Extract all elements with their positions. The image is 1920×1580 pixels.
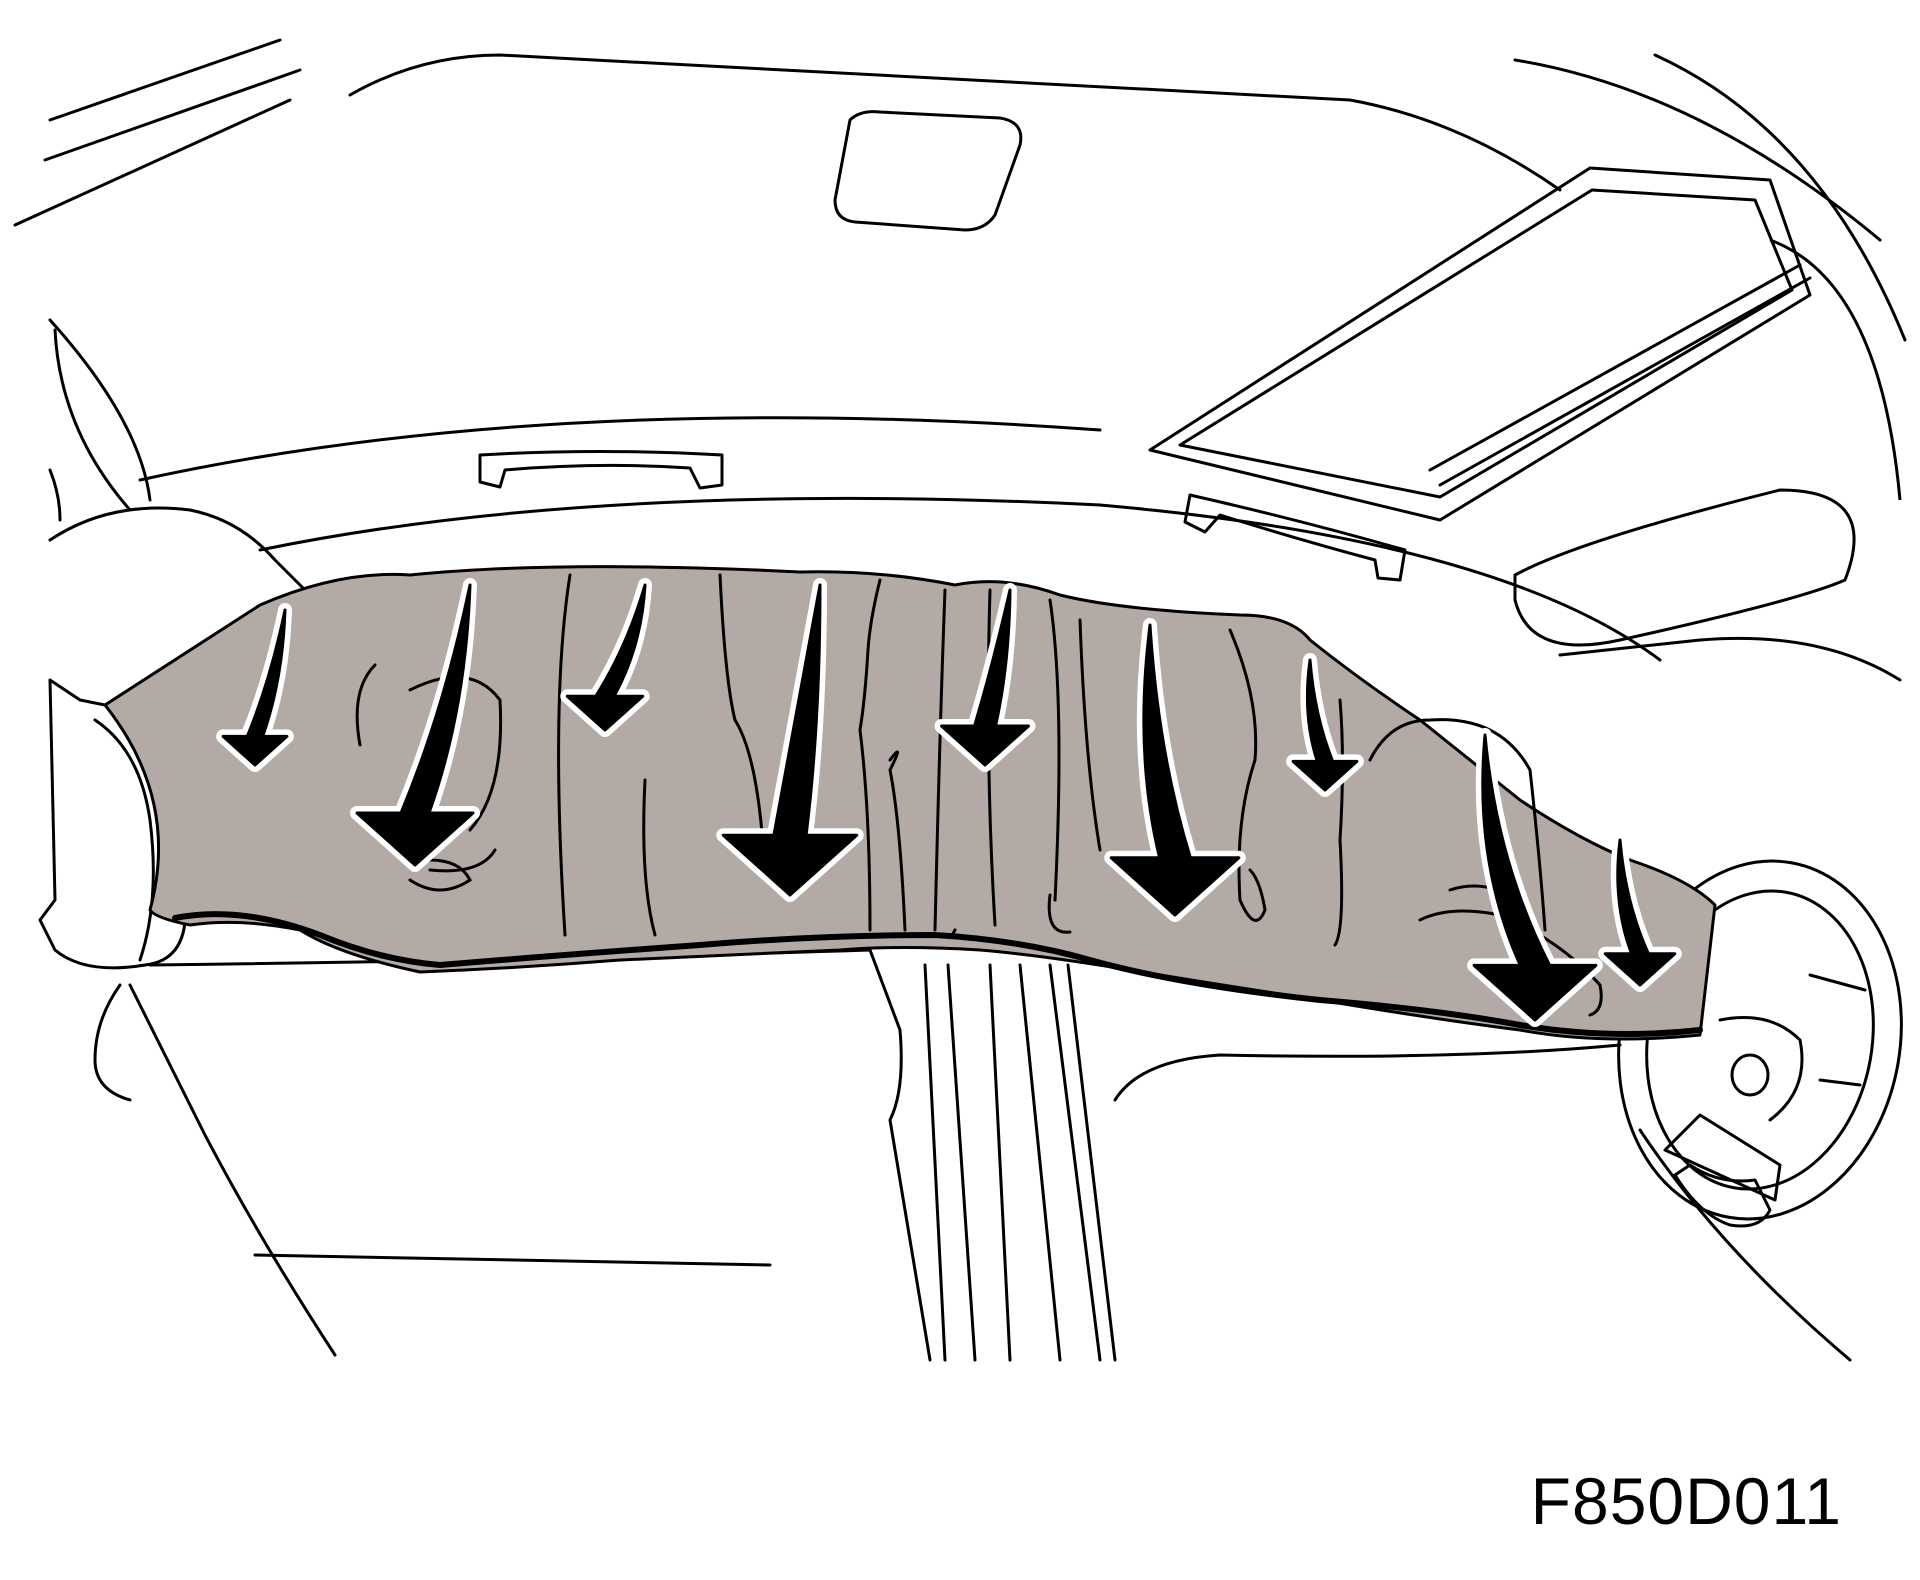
roof-rail-upper xyxy=(258,496,1662,662)
sunroof-frame xyxy=(1148,166,1812,522)
roof-outline xyxy=(348,53,1562,192)
b-pillar xyxy=(923,963,1117,1362)
headliner-lines-right xyxy=(1513,53,1907,342)
roof-side-line-left xyxy=(48,318,152,502)
arrow-down-icon xyxy=(940,588,1030,767)
rear-window-outline xyxy=(1513,488,1856,647)
a-pillar-inner xyxy=(48,468,62,522)
left-pillar-lower xyxy=(128,983,337,1357)
arrow-down-icon xyxy=(1109,623,1241,917)
front-door-panel xyxy=(148,948,932,1362)
headliner-lines-left xyxy=(13,38,302,227)
arrow-down-icon xyxy=(221,608,289,767)
sunroof-rail xyxy=(1428,263,1812,487)
arrow-down-icon xyxy=(1603,838,1677,987)
grab-handle-left xyxy=(478,450,724,490)
arrow-down-icon xyxy=(721,583,859,897)
a-pillar-outline xyxy=(48,328,332,617)
arrow-down-icon xyxy=(1472,733,1598,1022)
airbag-fold-lines xyxy=(355,573,1603,1017)
sunroof-glass xyxy=(1178,188,1794,499)
arrow-down-icon xyxy=(355,583,475,867)
dash-edge xyxy=(93,983,132,1102)
headliner-front-edge xyxy=(138,416,1102,482)
dome-light xyxy=(833,110,1023,232)
front-door-lower-edge xyxy=(253,1253,772,1267)
rear-door-panel xyxy=(1113,1043,1622,1102)
right-side-edge xyxy=(1769,238,1902,501)
airbag-bottom-edge xyxy=(172,911,1703,1037)
deployment-arrows xyxy=(216,578,1682,1027)
rear-door-lower xyxy=(1638,1128,1852,1362)
figure-code-label: F850D011 xyxy=(1530,1464,1842,1538)
arrow-down-icon xyxy=(1291,658,1359,792)
rear-pillar-outline xyxy=(1558,636,1902,682)
front-seat-inner xyxy=(93,718,155,962)
arrow-down-icon xyxy=(565,583,647,732)
grab-handle-right xyxy=(1183,493,1407,582)
